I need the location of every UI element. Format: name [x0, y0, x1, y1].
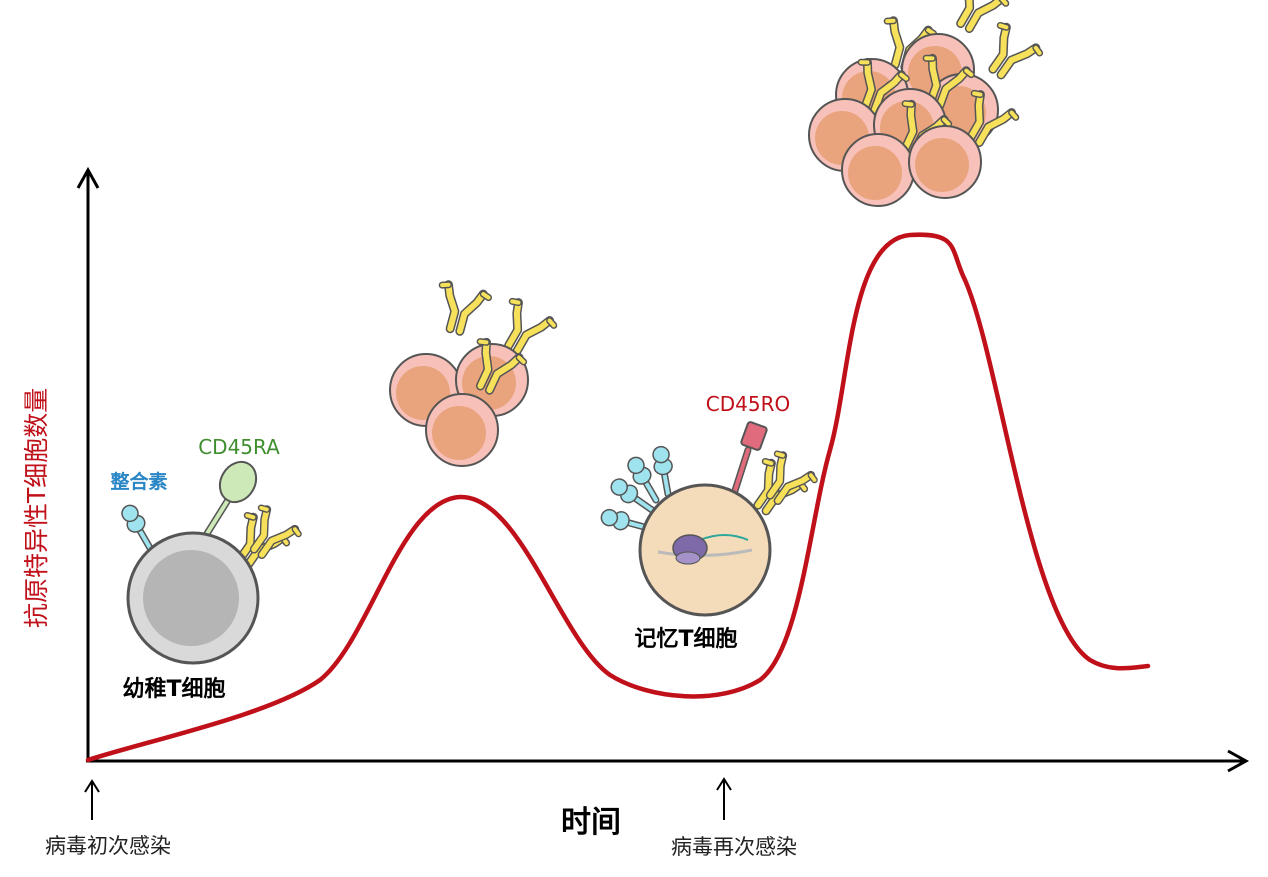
integrin-label: 整合素: [110, 470, 167, 493]
memory-t-cell-icon: [599, 421, 815, 617]
effector-t-cell-cluster-large-icon: [808, 0, 1041, 207]
reinfection-label: 病毒再次感染: [671, 835, 797, 859]
naive-t-cell-icon: [118, 460, 299, 665]
reinfection-arrow-icon: [716, 777, 732, 820]
effector-t-cell-cluster-small-icon: [389, 283, 555, 467]
y-axis-label: 抗原特异性T细胞数量: [22, 388, 51, 628]
first-infection-label: 病毒初次感染: [45, 834, 171, 858]
first-infection-arrow-icon: [84, 779, 100, 820]
x-axis: [86, 749, 1250, 773]
naive-t-cell-label: 幼稚T细胞: [122, 676, 225, 702]
y-axis: [76, 166, 100, 762]
memory-t-cell-label: 记忆T细胞: [634, 626, 737, 652]
x-axis-label: 时间: [561, 805, 621, 840]
cd45ra-label: CD45RA: [198, 435, 280, 459]
t-cell-count-curve: [85, 232, 1151, 763]
cd45ro-label: CD45RO: [706, 392, 790, 416]
